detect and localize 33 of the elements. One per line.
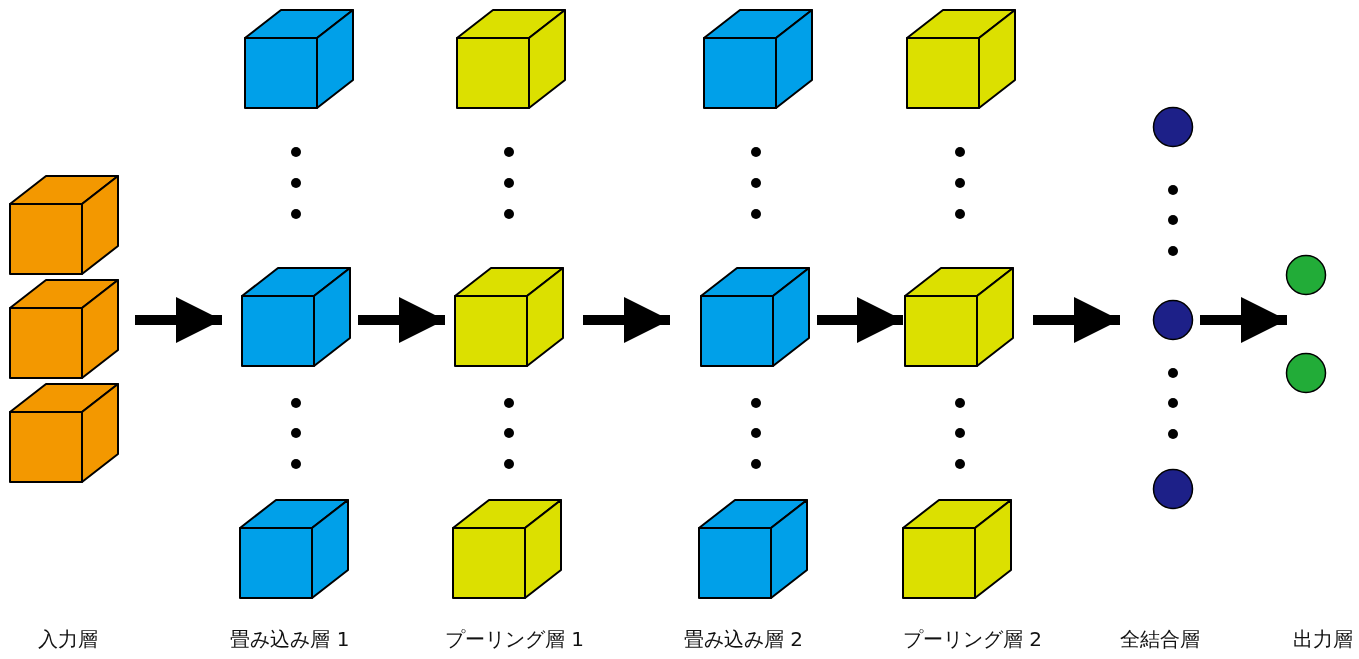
cube xyxy=(9,175,119,275)
cube xyxy=(244,9,354,109)
arrow xyxy=(135,297,222,343)
layer-label: プーリング層 2 xyxy=(903,626,1043,653)
layer-label: 畳み込み層 1 xyxy=(230,626,350,653)
arrow xyxy=(1033,297,1120,343)
layer-label: 全結合層 xyxy=(1120,626,1200,653)
neuron-circle xyxy=(1285,352,1327,394)
neuron-circle xyxy=(1152,468,1194,510)
arrow xyxy=(1200,297,1287,343)
arrow xyxy=(817,297,903,343)
cube xyxy=(9,383,119,483)
layer-label: 畳み込み層 2 xyxy=(683,626,804,653)
layer-label: 入力層 xyxy=(37,626,98,653)
cube xyxy=(698,499,808,599)
cube xyxy=(906,9,1016,109)
arrow xyxy=(583,297,670,343)
cube xyxy=(241,267,351,367)
neuron-circle xyxy=(1152,299,1194,341)
cube xyxy=(904,267,1014,367)
arrow xyxy=(358,297,445,343)
cube xyxy=(902,499,1012,599)
cube xyxy=(700,267,810,367)
cube xyxy=(452,499,562,599)
cube xyxy=(239,499,349,599)
layer-label: プーリング層 1 xyxy=(445,626,585,653)
cube xyxy=(703,9,813,109)
neuron-circle xyxy=(1152,106,1194,148)
cube xyxy=(454,267,564,367)
layer-label: 出力層 xyxy=(1293,626,1353,653)
neuron-circle xyxy=(1285,254,1327,296)
cube xyxy=(9,279,119,379)
cube xyxy=(456,9,566,109)
